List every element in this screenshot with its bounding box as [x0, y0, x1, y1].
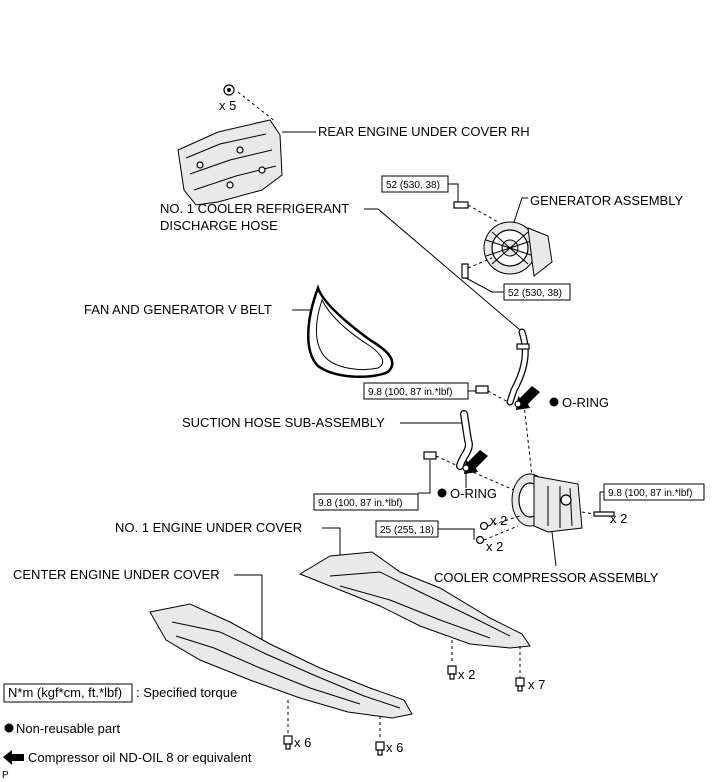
compressor-oil-arrow-upper-icon [516, 386, 540, 410]
suction-hose-label: SUCTION HOSE SUB-ASSEMBLY [182, 415, 385, 430]
generator-assembly [483, 221, 553, 277]
compressor-bolt-a-qty: x 2 [490, 513, 507, 528]
gen-upper-torque: 52 (530, 38) [386, 180, 440, 191]
o-ring-upper-label: O-RING [562, 395, 609, 410]
no1-cover-screw-a-qty: x 2 [458, 667, 475, 682]
no1-cover-screw-b-icon [515, 677, 525, 692]
center-cover-screw-a-icon [283, 735, 293, 750]
center-engine-under-cover [149, 603, 413, 719]
discharge-hose [506, 328, 530, 406]
suction-torque: 9.8 (100, 87 in.*lbf) [318, 498, 403, 509]
compressor-label: COOLER COMPRESSOR ASSEMBLY [434, 570, 659, 585]
no1-engine-under-cover [298, 551, 531, 649]
discharge-torque: 9.8 (100, 87 in.*lbf) [368, 387, 453, 398]
cooler-compressor-assembly [511, 473, 583, 533]
discharge-bolt-icon [475, 385, 489, 394]
non-reusable-dot-icon [4, 723, 14, 733]
non-reusable-dot-upper-icon [549, 397, 559, 407]
generator-label: GENERATOR ASSEMBLY [530, 193, 683, 208]
legend-torque-box-text: N*m (kgf*cm, ft.*lbf) [8, 685, 122, 700]
suction-torque-box [313, 493, 419, 511]
discharge-hose-label-line1: NO. 1 COOLER REFRIGERANT [160, 201, 349, 216]
rear-cover-label: REAR ENGINE UNDER COVER RH [318, 124, 530, 139]
legend-torque-text: : Specified torque [136, 685, 237, 700]
rear-cover-screw-qty: x 5 [219, 98, 236, 113]
stud-qty: x 2 [610, 511, 627, 526]
compressor-bolt-torque: 25 (255, 18) [380, 525, 434, 536]
stud-torque: 9.8 (100, 87 in.*lbf) [608, 488, 693, 499]
corner-mark: P [2, 770, 9, 781]
legend: N*m (kgf*cm, ft.*lbf) : Specified torque… [3, 683, 252, 765]
no1-cover-label: NO. 1 ENGINE UNDER COVER [115, 520, 302, 535]
v-belt-label: FAN AND GENERATOR V BELT [84, 302, 272, 317]
fan-generator-v-belt [307, 284, 394, 378]
no1-cover-screw-a-icon [447, 665, 457, 680]
legend-non-reusable: Non-reusable part [16, 721, 120, 736]
generator-bolt-lower-icon [461, 263, 469, 279]
gen-lower-torque: 52 (530, 38) [508, 288, 562, 299]
rear-engine-under-cover-rh [177, 119, 283, 206]
center-cover-screw-b-icon [375, 741, 385, 756]
no1-cover-screw-b-qty: x 7 [528, 677, 545, 692]
compressor-oil-arrow-lower-icon [464, 450, 488, 474]
center-cover-label: CENTER ENGINE UNDER COVER [13, 567, 220, 582]
non-reusable-dot-lower-icon [437, 488, 447, 498]
suction-hose [456, 410, 473, 470]
suction-bolt-icon [423, 451, 437, 460]
o-ring-lower-label: O-RING [450, 486, 497, 501]
legend-compressor-oil: Compressor oil ND-OIL 8 or equivalent [28, 750, 252, 765]
compressor-bolt-a-icon [479, 521, 489, 531]
rear-cover-screw-icon [223, 84, 235, 96]
center-cover-screw-a-qty: x 6 [294, 735, 311, 750]
compressor-oil-arrow-icon [3, 750, 24, 765]
center-cover-screw-b-qty: x 6 [386, 740, 403, 755]
generator-bolt-upper-icon [453, 201, 469, 209]
legend-torque-box [3, 683, 133, 703]
compressor-bolt-b-qty: x 2 [486, 539, 503, 554]
discharge-hose-label-line2: DISCHARGE HOSE [160, 218, 278, 233]
compressor-bolt-b-icon [475, 535, 485, 545]
